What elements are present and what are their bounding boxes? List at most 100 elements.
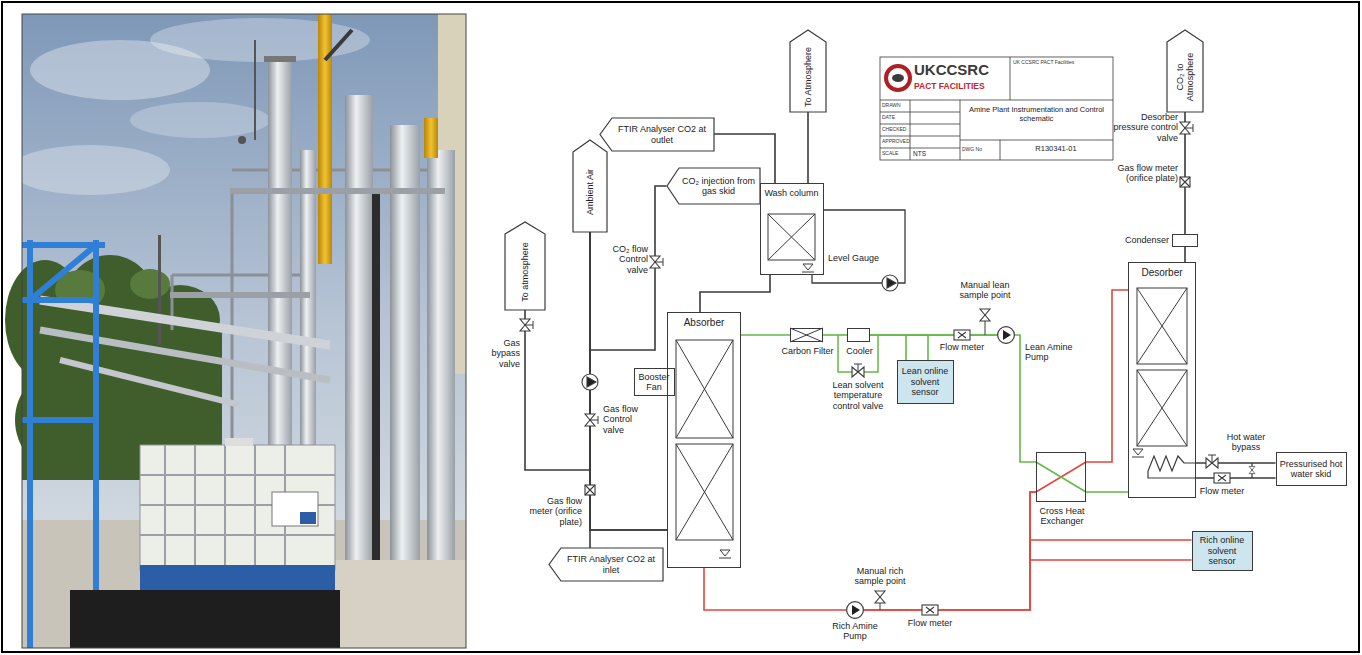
photo-columns [345, 95, 373, 560]
instrument-label: Level Gauge [828, 253, 888, 263]
title-block [910, 100, 911, 160]
instrument-label: Flow meter [1197, 486, 1247, 496]
address-text: UK CCSRC PACT Facilities [1013, 60, 1111, 66]
process-line [1184, 247, 1186, 262]
pent-left-outline [549, 548, 663, 581]
process-line [1086, 290, 1128, 462]
analyser-terminal: FTIR Analyser CO2 at outlet [600, 118, 714, 151]
pump-symbol: Lean Amine Pump [997, 326, 1015, 344]
photo-columns [264, 56, 296, 62]
node-text: Condenser [1119, 235, 1169, 245]
heat-exchanger-flows [1036, 462, 1086, 492]
node-text: Pressurised hot water skid [1280, 459, 1343, 480]
process-line [906, 335, 997, 360]
title-block-field: DATE [882, 115, 910, 121]
process-line [807, 112, 809, 183]
photo-trees [130, 269, 170, 299]
column-packing [1137, 288, 1187, 364]
logo-mark [886, 66, 910, 90]
photo-sky [150, 18, 370, 62]
title-block [960, 100, 961, 160]
column-packing [676, 214, 1187, 540]
wash-column: Wash column [760, 183, 824, 275]
desorber-column: Desorber [1128, 262, 1196, 498]
node-text: CO₂ injection from gas skid [681, 176, 757, 197]
photo-ibc-tank [70, 590, 340, 648]
photo-columns [238, 136, 246, 144]
node-text: Booster Fan [638, 372, 671, 393]
photo-columns [254, 40, 256, 140]
photo-border [22, 14, 466, 648]
pent-up-outline [790, 30, 826, 112]
title-block-field: APPROVED [882, 139, 910, 145]
flow-meter-symbol [954, 330, 970, 340]
photo-ibc-tank [300, 512, 316, 524]
flow-meter-symbol [1214, 473, 1230, 483]
column-packing [768, 214, 815, 260]
photo-pipes [60, 360, 240, 405]
carbon-filter-mark [790, 328, 823, 342]
sample-valve-symbol [980, 309, 990, 321]
column-packing [676, 444, 733, 540]
heat-exchanger-flows [1036, 462, 1086, 492]
sample-stem [985, 321, 986, 335]
title-block [880, 124, 960, 125]
logo-text: PACT FACILITIES [914, 82, 1008, 92]
pump-symbol: Rich Amine Pump [846, 601, 864, 619]
photo-ibc-tank [70, 438, 340, 648]
hot-water-skid: Pressurised hot water skid [1276, 452, 1347, 486]
instrument-label: Desorber pressure control valve [1112, 112, 1178, 143]
circle-outline [997, 326, 1015, 344]
column-packing [1137, 288, 1187, 364]
node-text: FTIR Analyser CO2 at inlet [563, 554, 660, 575]
title-block-value: NTS [913, 150, 957, 157]
sample-stem [880, 603, 881, 610]
instrument-label: Hot water bypass [1220, 432, 1272, 453]
title-block [880, 57, 1113, 160]
photo-sky [10, 14, 466, 648]
process-line [1196, 477, 1276, 479]
bypass-valve-symbol [1249, 466, 1255, 473]
title-block-field: SCALE [882, 151, 910, 157]
title-block [1010, 57, 1011, 100]
photo-ibc-tank [140, 534, 335, 536]
pump-outline [847, 602, 864, 619]
bypass-valve-symbol [1249, 466, 1255, 473]
node-text: Lean online solvent sensor [901, 366, 950, 397]
title-block-field: DRAWN [882, 103, 910, 109]
instrument-label: Manual rich sample point [845, 566, 915, 587]
photo-columns [318, 14, 332, 264]
reboiler-coil [1148, 456, 1196, 478]
title-block [880, 112, 960, 113]
instrument-label: Lean solvent temperature control valve [824, 380, 892, 411]
level-indicator [1132, 457, 1144, 458]
node-text: CO₂ to Atmosphere [1175, 45, 1196, 109]
sensor-box: Lean online solvent sensor [897, 360, 954, 404]
level-indicator [803, 264, 813, 270]
process-line [1086, 491, 1128, 493]
photo-columns [325, 30, 352, 60]
absorber-column: Absorber [667, 312, 741, 568]
instrument-label: Gas flow meter (orifice plate) [1112, 163, 1178, 184]
title-block-field: CHECKED [882, 127, 910, 133]
photo-pipes [40, 300, 330, 405]
logo-mark [892, 74, 904, 82]
level-indicator [802, 272, 814, 273]
valve-actuator [590, 416, 598, 424]
wash-loop [812, 210, 905, 283]
node-text: Carbon Filter [779, 346, 836, 356]
instrument-label: Flow meter [905, 618, 955, 628]
title-block [880, 136, 960, 137]
node-text: Cooler [834, 346, 885, 356]
column-packing [676, 340, 733, 438]
photo-sky [10, 145, 170, 195]
wash-loop [823, 210, 905, 283]
logo-text: UKCCSRC [914, 61, 1008, 78]
level-indicator [719, 558, 731, 559]
